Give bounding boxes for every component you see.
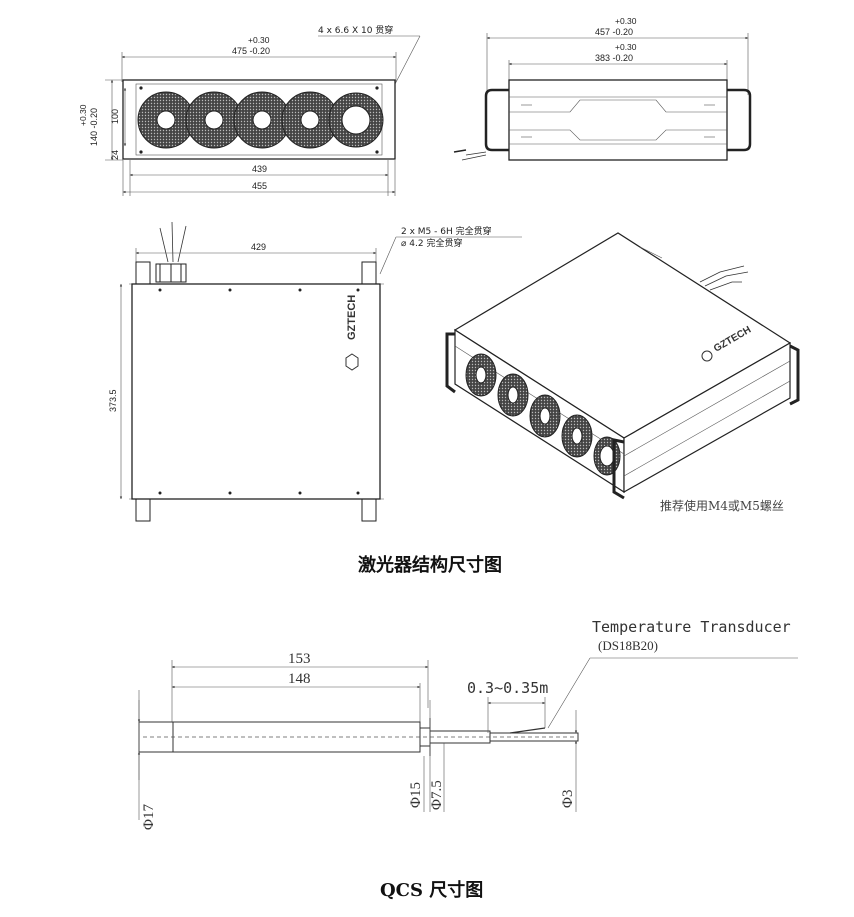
front-bottom-width-1: 439 [252,164,267,174]
qcs-len-inner: 148 [288,671,311,687]
front-inner-height: 100 [110,109,120,124]
front-bottom-width-2: 455 [252,181,267,191]
front-width-dim: 475 -0.20 [232,46,270,56]
qcs-drawing: 153 148 0.3~0.35m Temperature Transducer… [137,618,798,830]
top-brand: GZTECH [346,295,358,340]
side-outer-dim: 457 -0.20 [595,27,633,37]
qcs-dia-wire: Φ3 [560,790,576,808]
top-note-1: 2 x M5 - 6H 完全贯穿 [401,225,492,237]
front-height-tol: +0.30 [78,104,88,126]
iso-screw-note: 推荐使用M4或M5螺丝 [660,498,784,513]
front-height-dim: 140 -0.20 [89,108,99,146]
front-hole-note: 4 x 6.6 X 10 贯穿 [318,24,393,36]
front-view: +0.30 475 -0.20 4 x 6.6 X 10 贯穿 [78,24,421,196]
top-panel [131,283,381,500]
top-note-2: ⌀ 4.2 完全贯穿 [401,237,462,249]
cable-icon [155,221,187,283]
logo-icon: GZTECH [345,295,359,371]
qcs-sensor-model: (DS18B20) [598,638,658,653]
iso-view: GZTECH 推荐使用M4或M5螺丝 [445,232,800,513]
handle-icon [484,88,752,152]
top-height-dim: 373.5 [108,389,118,412]
front-width-tol: +0.30 [248,35,270,45]
qcs-dia-tube: Φ7.5 [429,780,445,810]
cable-icon [639,246,749,291]
laser-caption: 激光器结构尺寸图 [358,555,502,576]
side-outer-tol: +0.30 [615,16,637,26]
qcs-dia-body: Φ17 [141,804,157,830]
qcs-wire-len: 0.3~0.35m [467,679,548,697]
qcs-len-outer: 153 [288,651,311,667]
top-view: 2 x M5 - 6H 完全贯穿 ⌀ 4.2 完全贯穿 429 [108,221,522,522]
side-inner-tol: +0.30 [615,42,637,52]
side-view: +0.30 457 -0.20 +0.30 383 -0.20 [453,16,752,161]
side-inner-dim: 383 -0.20 [595,53,633,63]
top-width-dim: 429 [251,242,266,252]
qcs-caption: QCS 尺寸图 [380,880,484,901]
qcs-sensor-label: Temperature Transducer [592,618,791,636]
cable-icon [453,149,487,161]
handle-icon [445,332,800,500]
qcs-dia-step: Φ15 [408,782,424,808]
front-bottom-offset: 24 [110,150,120,160]
fan-icon [465,353,621,476]
fan-icon [137,91,384,149]
